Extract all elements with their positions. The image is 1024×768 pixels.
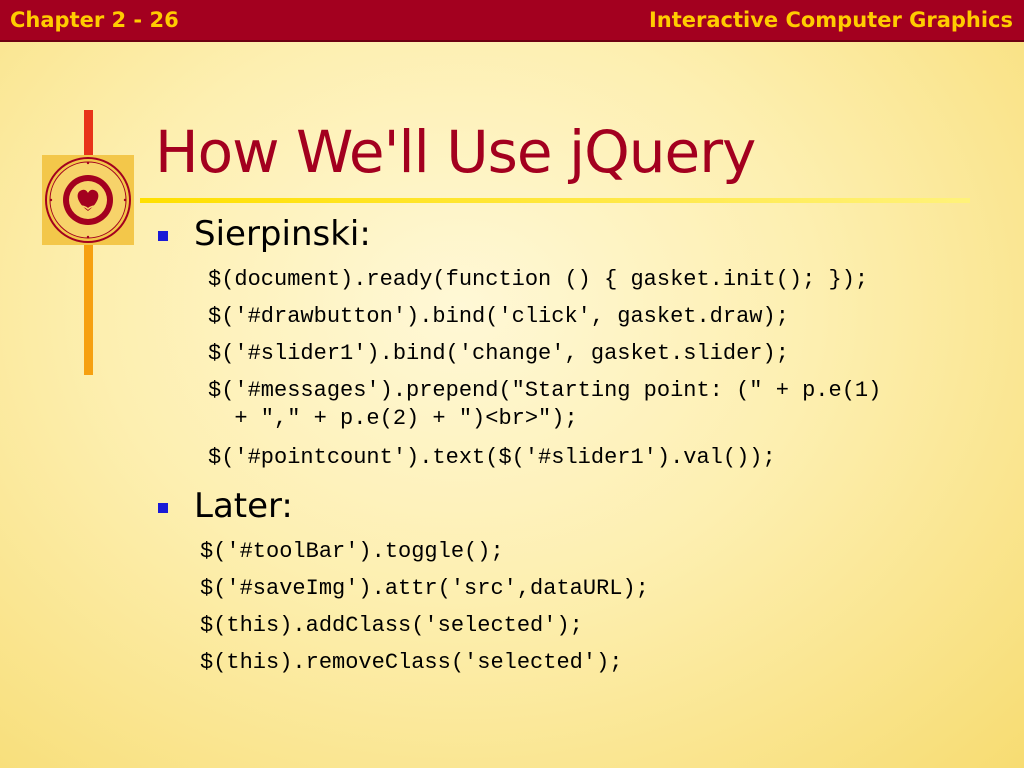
accent-bar-bottom bbox=[84, 245, 93, 375]
code-line: $('#pointcount').text($('#slider1').val(… bbox=[208, 445, 776, 470]
bullet-heading: Sierpinski: bbox=[194, 214, 371, 254]
seal-graphic bbox=[45, 157, 131, 243]
bullet-item-sierpinski: Sierpinski: bbox=[158, 214, 371, 254]
code-line: $('#toolBar').toggle(); bbox=[200, 539, 504, 564]
university-seal-icon bbox=[42, 155, 134, 245]
chapter-label: Chapter 2 - 26 bbox=[10, 8, 179, 32]
code-line: $('#drawbutton').bind('click', gasket.dr… bbox=[208, 304, 789, 329]
bullet-square-icon bbox=[158, 231, 168, 241]
code-line-continued: + "," + p.e(2) + ")<br>"); bbox=[208, 406, 578, 431]
slide-title: How We'll Use jQuery bbox=[155, 118, 756, 186]
bullet-heading: Later: bbox=[194, 486, 293, 526]
course-title: Interactive Computer Graphics bbox=[648, 8, 1013, 32]
bullet-item-later: Later: bbox=[158, 486, 293, 526]
code-line: $('#slider1').bind('change', gasket.slid… bbox=[208, 341, 789, 366]
code-line: $('#saveImg').attr('src',dataURL); bbox=[200, 576, 649, 601]
bullet-square-icon bbox=[158, 503, 168, 513]
code-line: $(this).addClass('selected'); bbox=[200, 613, 583, 638]
header-bar: Chapter 2 - 26 Interactive Computer Grap… bbox=[0, 0, 1024, 42]
code-line: $(document).ready(function () { gasket.i… bbox=[208, 267, 869, 292]
accent-bar-top bbox=[84, 110, 93, 155]
title-underline bbox=[140, 198, 970, 203]
code-line: $('#messages').prepend("Starting point: … bbox=[208, 378, 882, 403]
code-line: $(this).removeClass('selected'); bbox=[200, 650, 623, 675]
